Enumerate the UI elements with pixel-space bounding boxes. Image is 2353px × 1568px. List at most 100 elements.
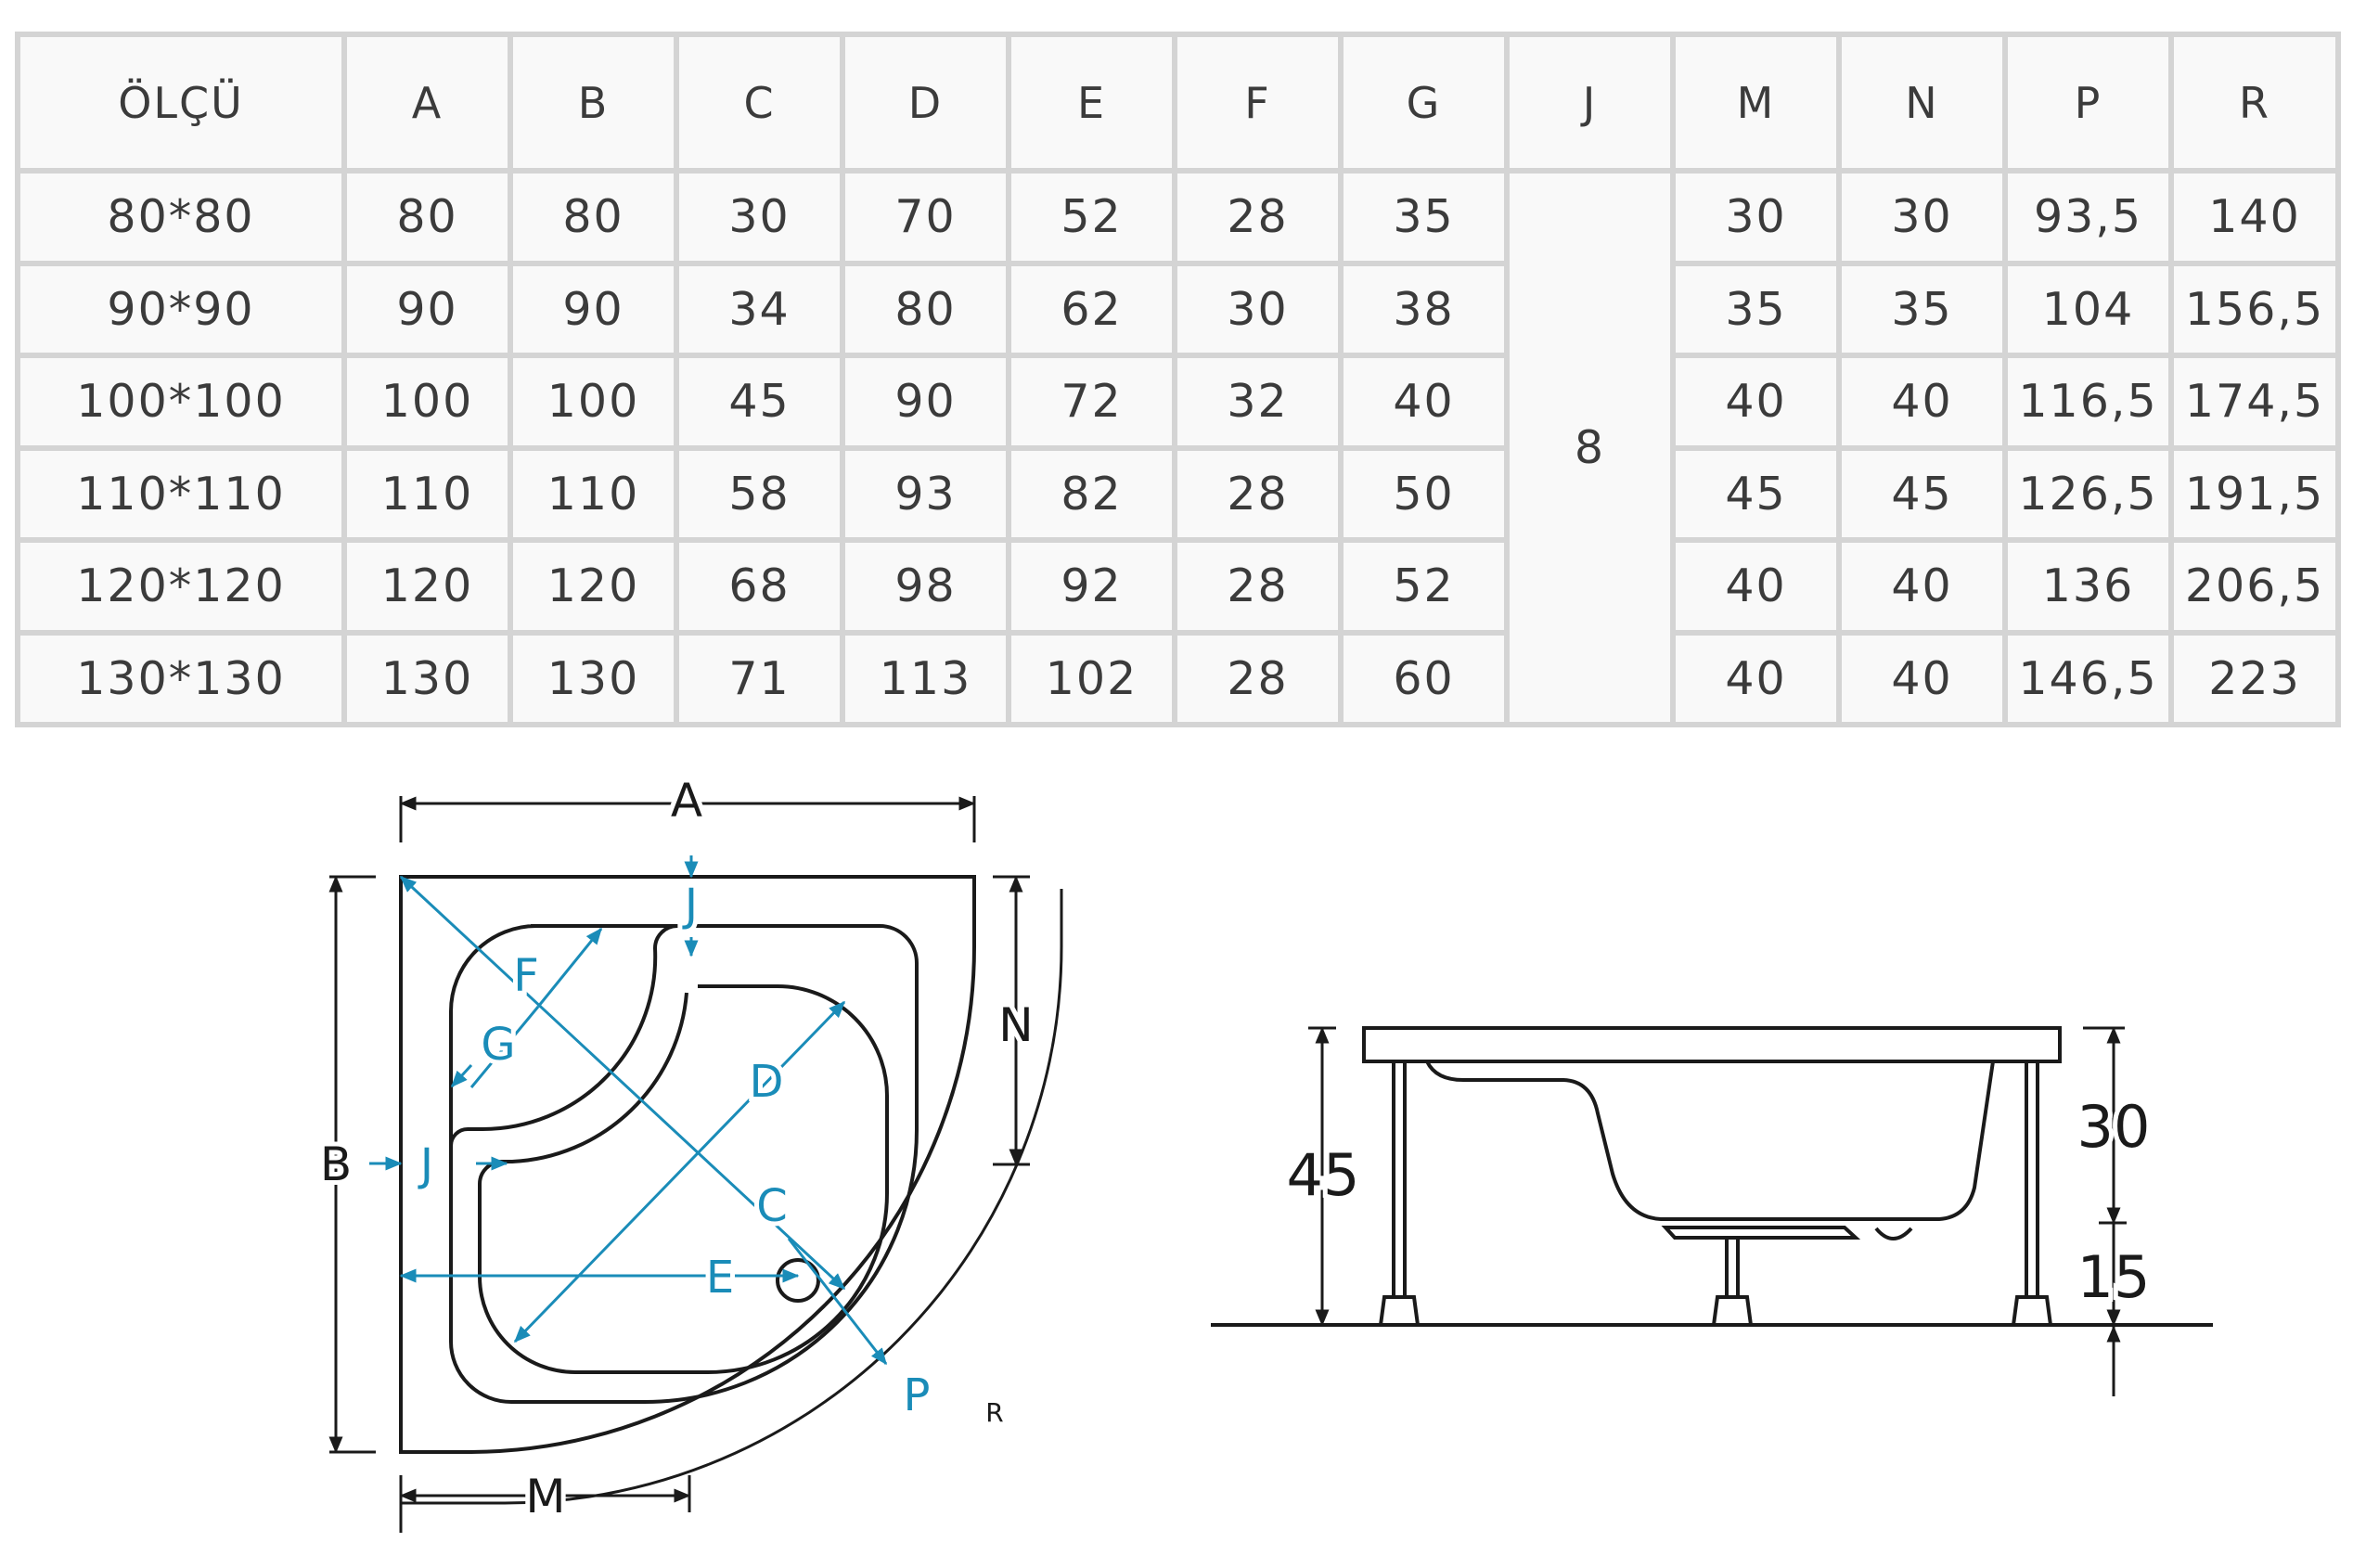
table-cell: 120*120 [20,543,341,630]
table-cell: 30 [1676,174,1836,261]
table-cell: 116,5 [2008,358,2168,445]
side-view-dimensions [1308,1026,2127,1396]
table-cell: 82 [1011,450,1172,537]
table-cell: 90 [347,265,508,353]
dimension-f-line [536,927,603,1008]
table-row: 100*100 100 100 45 90 72 32 40 40 40 116… [20,358,2335,445]
table-cell: 71 [679,635,840,722]
table-cell: 35 [1344,174,1504,261]
label-d: D [750,1056,784,1108]
table-cell: 80 [845,265,1006,353]
table-cell: 80 [347,174,508,261]
dimension-table: ÖLÇÜ A B C D E F G J M N P R 80*80 80 80… [15,32,2341,727]
header-cell: G [1344,37,1504,168]
tray-body [1425,1060,1995,1221]
table-cell: 140 [2174,174,2335,261]
table-cell: 113 [845,635,1006,722]
table-cell: 206,5 [2174,543,2335,630]
header-cell: ÖLÇÜ [20,37,341,168]
label-e: E [706,1252,734,1304]
top-view-dimensions [328,796,1030,1533]
table-cell: 28 [1177,174,1338,261]
technical-drawings: A B N M R J J F G D C E P [315,769,2213,1533]
table-cell: 126,5 [2008,450,2168,537]
top-view-labels: A B N M R J J F G D C E P [315,769,1038,1528]
tray-top-rim [1362,1026,2062,1063]
table-cell: 40 [1842,635,2002,722]
table-cell: 130*130 [20,635,341,722]
table-cell: 60 [1344,635,1504,722]
label-j-top: J [682,880,698,932]
label-15: 15 [2077,1243,2151,1311]
tray-bottom-drain [1661,1226,1861,1240]
table-row: 130*130 130 130 71 113 102 28 60 40 40 1… [20,635,2335,722]
table-cell: 72 [1011,358,1172,445]
table-cell: 32 [1177,358,1338,445]
table-cell: 93 [845,450,1006,537]
label-m: M [525,1470,565,1523]
table-cell: 136 [2008,543,2168,630]
table-cell: 98 [845,543,1006,630]
table-cell: 28 [1177,543,1338,630]
label-f: F [513,950,539,1002]
table-cell: 68 [679,543,840,630]
label-j-left: J [418,1139,433,1191]
table-cell: 100*100 [20,358,341,445]
label-c: C [756,1180,788,1232]
table-cell: 28 [1177,450,1338,537]
leg-mid-foot [1711,1295,1754,1327]
header-cell: B [513,37,674,168]
table-cell: 110*110 [20,450,341,537]
label-b: B [320,1137,352,1191]
table-cell: 40 [1676,635,1836,722]
table-cell: 40 [1676,543,1836,630]
label-p: P [904,1369,931,1421]
table-header-row: ÖLÇÜ A B C D E F G J M N P R [20,37,2335,168]
header-cell: C [679,37,840,168]
table-cell: 130 [347,635,508,722]
table-cell: 45 [679,358,840,445]
j-value-cell: 8 [1510,174,1670,722]
side-view-labels: 45 30 15 [1282,1088,2155,1316]
tray-bottom-knob [1874,1227,1913,1240]
table-cell: 28 [1177,635,1338,722]
table-cell: 110 [347,450,508,537]
table-cell: 120 [347,543,508,630]
table-cell: 38 [1344,265,1504,353]
table-cell: 30 [1177,265,1338,353]
table-cell: 30 [1842,174,2002,261]
table-cell: 174,5 [2174,358,2335,445]
side-view-drawing [1211,1026,2213,1327]
table-cell: 90 [513,265,674,353]
table-cell: 70 [845,174,1006,261]
header-cell: D [845,37,1006,168]
label-45: 45 [1287,1141,1360,1209]
table-cell: 34 [679,265,840,353]
table-cell: 90*90 [20,265,341,353]
header-cell: F [1177,37,1338,168]
table-cell: 35 [1842,265,2002,353]
table-row: 90*90 90 90 34 80 62 30 38 35 35 104 156… [20,265,2335,353]
table-cell: 120 [513,543,674,630]
table-cell: 110 [513,450,674,537]
table-cell: 223 [2174,635,2335,722]
table-cell: 92 [1011,543,1172,630]
header-cell: P [2008,37,2168,168]
header-cell: E [1011,37,1172,168]
table-cell: 93,5 [2008,174,2168,261]
leg-right-foot [2011,1295,2053,1327]
table-cell: 40 [1842,543,2002,630]
table-cell: 52 [1011,174,1172,261]
leg-left-foot [1378,1295,1421,1327]
dimension-g-line [450,1063,473,1088]
label-g: G [481,1019,515,1071]
table-cell: 30 [679,174,840,261]
label-n: N [998,998,1033,1052]
table-cell: 52 [1344,543,1504,630]
table-cell: 80*80 [20,174,341,261]
header-cell: M [1676,37,1836,168]
table-cell: 40 [1842,358,2002,445]
table-cell: 80 [513,174,674,261]
table-cell: 102 [1011,635,1172,722]
drain-hole [776,1258,820,1303]
